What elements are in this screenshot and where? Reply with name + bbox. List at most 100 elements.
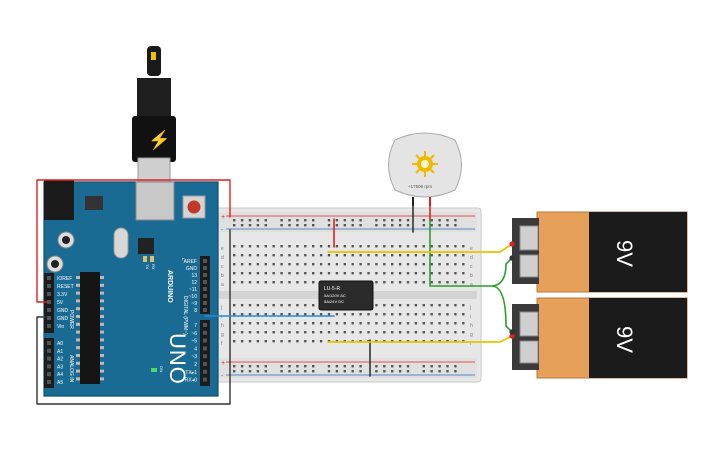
atmega-chip [80, 272, 100, 384]
svg-text:f: f [470, 341, 472, 347]
svg-text:i: i [221, 314, 222, 320]
svg-text:A3: A3 [57, 364, 63, 370]
led-labels: TX RX L [145, 258, 186, 270]
svg-text:a: a [221, 282, 224, 288]
svg-text:3.3V: 3.3V [57, 292, 68, 298]
wire-yellow-bottom[interactable] [327, 335, 513, 343]
svg-text:~9: ~9 [191, 301, 197, 307]
svg-text:L: L [181, 258, 186, 261]
svg-text:f: f [221, 341, 223, 347]
usb-plug [137, 157, 171, 183]
svg-text:d: d [221, 255, 224, 261]
arduino-brand: ARDUINO [166, 270, 173, 303]
rail-plus-label: + [221, 214, 225, 221]
svg-text:12: 12 [191, 280, 197, 286]
svg-text:8: 8 [194, 308, 197, 314]
svg-text:IOREF: IOREF [57, 276, 72, 282]
svg-text:~3: ~3 [191, 354, 197, 360]
motor-shaft-icon [412, 151, 438, 177]
svg-text:~11: ~11 [189, 287, 197, 293]
svg-text:d: d [470, 255, 473, 261]
row-letters-left: e d c b a j i h g f [220, 246, 224, 347]
usb-cable-tip [147, 46, 161, 76]
svg-text:~10: ~10 [189, 294, 198, 300]
svg-text:g: g [221, 332, 224, 338]
arduino-model: UNO [165, 333, 190, 385]
wire-motor-green[interactable] [429, 219, 494, 287]
svg-text:h: h [470, 323, 473, 329]
rail-minus-label: - [221, 227, 224, 234]
svg-text:e: e [470, 246, 473, 252]
wire-green-battery-bottom[interactable] [492, 285, 513, 333]
wire-yellow-top[interactable] [327, 243, 513, 253]
relay[interactable]: LU-5-R 5A/120V AC 5A/24V DC [318, 280, 374, 311]
battery-top[interactable]: 9V [512, 211, 688, 293]
svg-text:4: 4 [194, 346, 197, 352]
battery-bottom-label: 9V [612, 326, 637, 353]
svg-text:b: b [470, 273, 473, 279]
analog-header[interactable] [44, 338, 54, 388]
svg-text:c: c [221, 264, 224, 270]
svg-text:A2: A2 [57, 357, 63, 363]
svg-text:A0: A0 [57, 341, 63, 347]
svg-text:~5: ~5 [191, 339, 197, 345]
svg-text:RX: RX [151, 264, 156, 270]
svg-text:c: c [470, 264, 473, 270]
svg-text:5V: 5V [57, 300, 64, 306]
svg-text:TX: TX [145, 264, 150, 269]
svg-text:A5: A5 [57, 380, 63, 386]
svg-text:b: b [221, 273, 224, 279]
svg-text:A1: A1 [57, 349, 63, 355]
relay-label-model: LU-5-R [324, 286, 341, 292]
dc-motor[interactable]: +17506 rpm [388, 132, 462, 206]
tx-led [143, 256, 147, 262]
battery-bottom[interactable]: 9V [512, 297, 688, 379]
relay-label-dc: 5A/24V DC [324, 299, 344, 304]
svg-text:A4: A4 [57, 372, 63, 378]
breadboard-holes [233, 219, 465, 373]
digital-header-bottom[interactable] [200, 320, 210, 386]
svg-text:i: i [470, 314, 471, 320]
power-pin-labels: IOREF RESET 3.3V 5V GND GND Vin [57, 276, 74, 330]
svg-text:GND: GND [57, 316, 69, 322]
svg-text:~6: ~6 [191, 331, 197, 337]
svg-text:GND: GND [186, 266, 198, 272]
svg-text:j: j [469, 305, 471, 311]
svg-text:j: j [220, 305, 222, 311]
wires[interactable] [36, 179, 515, 405]
svg-text:RESET: RESET [57, 284, 74, 290]
on-label: ON [159, 366, 164, 372]
svg-text:13: 13 [191, 273, 197, 279]
power-section-label: POWER [68, 310, 74, 329]
digital-pin-labels-bottom: 7 ~6 ~54 ~3 2TX▸1RX◂0 [185, 323, 197, 384]
svg-text:e: e [221, 246, 224, 252]
svg-text:TX▸1: TX▸1 [185, 370, 197, 376]
usb-socket [135, 181, 175, 221]
svg-text:2: 2 [194, 362, 197, 368]
rail-minus-label-bottom: - [221, 373, 224, 380]
analog-section-label: ANALOG IN [68, 355, 74, 383]
svg-text:AREF: AREF [184, 259, 197, 265]
digital-header-top[interactable] [200, 256, 210, 314]
svg-text:RX◂0: RX◂0 [185, 378, 197, 384]
wire-5v-red[interactable] [36, 179, 231, 303]
relay-label-ac: 5A/120V AC [324, 293, 346, 298]
usb-icon: ⚡ [148, 129, 170, 151]
wire-gnd-black[interactable] [36, 229, 231, 405]
svg-text:GND: GND [57, 308, 69, 314]
row-letters-right: e d c b a j i h g f [469, 246, 473, 347]
power-led [151, 368, 157, 372]
power-jack [44, 180, 74, 220]
rx-led [150, 256, 154, 262]
digital-section-label: DIGITAL (PWM~) [182, 296, 188, 335]
motor-rpm-readout: +17506 rpm [408, 184, 432, 189]
svg-text:Vin: Vin [57, 324, 64, 330]
svg-text:a: a [470, 282, 473, 288]
wire-green-battery-top[interactable] [492, 257, 513, 287]
svg-text:h: h [221, 323, 224, 329]
svg-text:7: 7 [194, 323, 197, 329]
